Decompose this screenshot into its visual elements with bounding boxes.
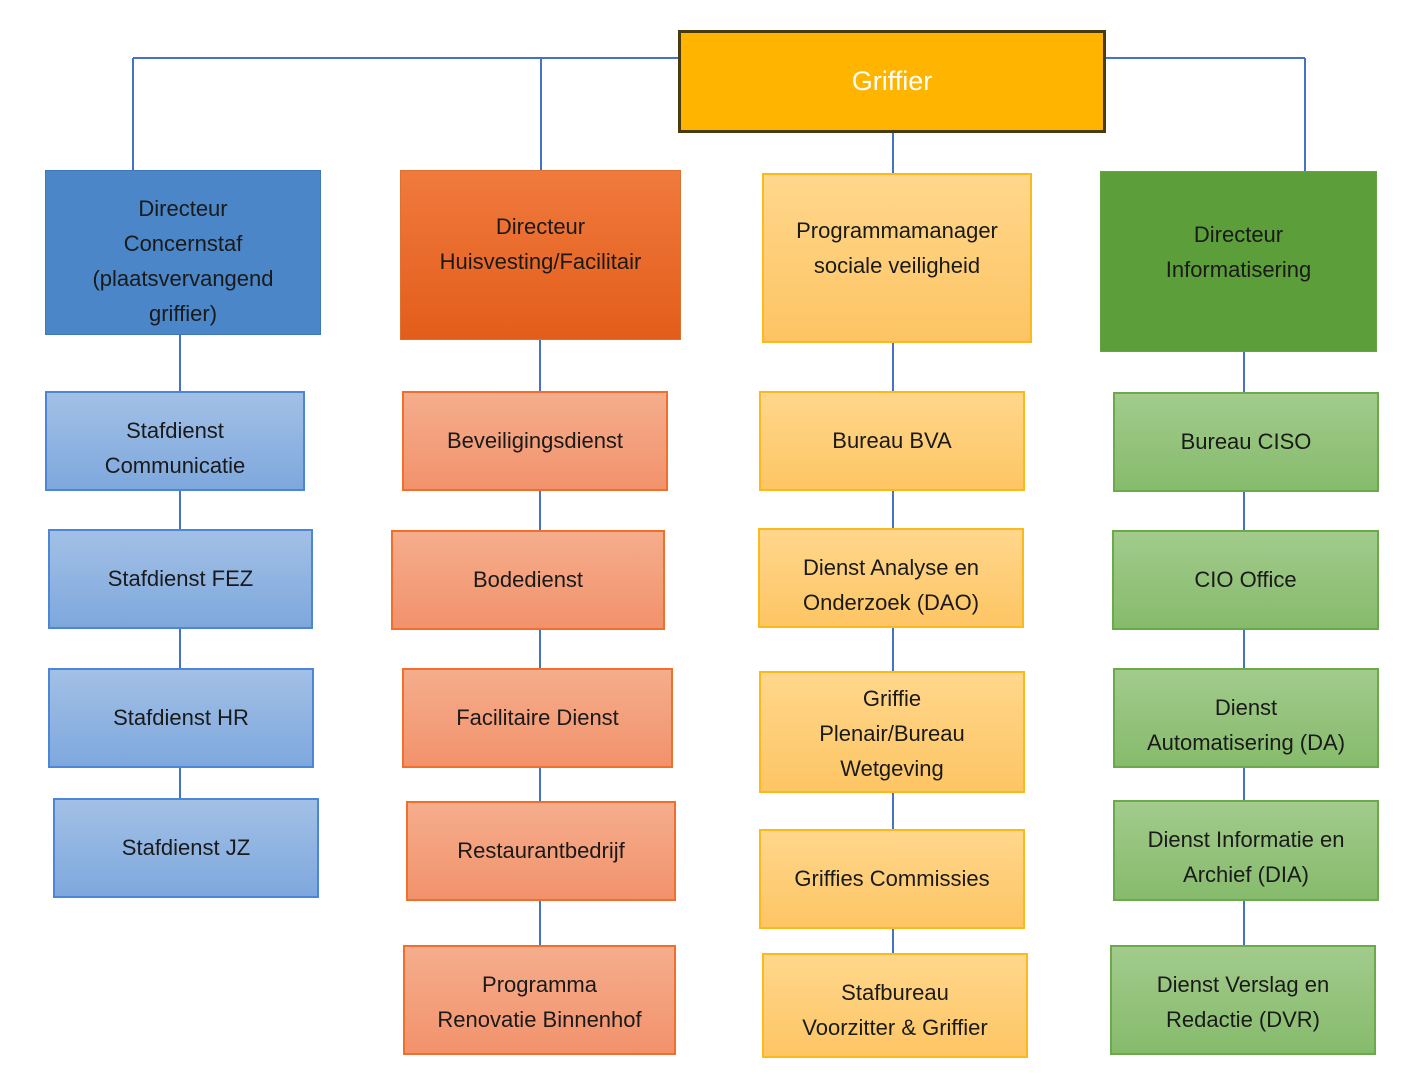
node-label-line: Griffies Commissies [794,866,990,891]
node-label-line: griffier) [148,301,218,326]
node-label-line: Stafdienst [126,418,224,443]
unit-node-concernstaf[interactable]: Stafdienst HR [48,668,314,768]
node-label-line: Communicatie [104,453,246,478]
node-label-line: sociale veiligheid [813,253,981,278]
node-label-line: Dienst Informatie en [1147,827,1345,852]
node-label-line: Directeur [495,214,586,239]
head-node-sociale-veiligheid[interactable]: Programmamanager sociale veiligheid [762,173,1032,343]
node-label-line: Wetgeving [840,756,944,781]
node-label-line: Informatisering [1165,257,1312,282]
unit-node-sociale-veiligheid[interactable]: Bureau BVA [759,391,1025,491]
node-label-line: Griffie [862,686,922,711]
node-label-line: Huisvesting/Facilitair [439,249,642,274]
unit-node-sociale-veiligheid[interactable]: Dienst Analyse en Onderzoek (DAO) [758,528,1024,628]
node-label-line: Beveiligingsdienst [446,428,624,453]
node-label-line: Plenair/Bureau [819,721,965,746]
node-label-line: Stafbureau [841,980,949,1005]
node-label-line: CIO Office [1194,567,1297,592]
node-label-line: Bureau BVA [832,428,952,453]
node-label-line: Concernstaf [123,231,243,256]
unit-node-huisvesting[interactable]: Restaurantbedrijf [406,801,676,901]
node-label-line: Directeur [138,196,228,221]
unit-node-informatisering[interactable]: CIO Office [1112,530,1379,630]
node-label-line: Redactie (DVR) [1165,1007,1321,1032]
node-label: Griffier [851,66,933,96]
node-label-line: Dienst Verslag en [1156,972,1330,997]
unit-node-concernstaf[interactable]: Stafdienst JZ [53,798,319,898]
node-label-line: Programma [482,972,597,997]
unit-node-huisvesting[interactable]: Facilitaire Dienst [402,668,673,768]
node-label-line: Bodedienst [472,567,584,592]
node-label-line: Restaurantbedrijf [457,838,625,863]
unit-node-informatisering[interactable]: Dienst Informatie en Archief (DIA) [1113,800,1379,901]
node-label-line: Onderzoek (DAO) [802,590,980,615]
node-label-line: Voorzitter & Griffier [802,1015,988,1040]
unit-node-huisvesting[interactable]: Beveiligingsdienst [402,391,668,491]
unit-node-informatisering[interactable]: Bureau CISO [1113,392,1379,492]
node-label-line: Bureau CISO [1180,429,1312,454]
node-label-line: Facilitaire Dienst [456,705,619,730]
unit-node-sociale-veiligheid[interactable]: Griffies Commissies [759,829,1025,929]
node-label-line: Directeur [1193,222,1284,247]
node-label-line: Stafdienst HR [113,705,249,730]
node-label-line: Dienst Analyse en [802,555,980,580]
unit-node-concernstaf[interactable]: Stafdienst FEZ [48,529,313,629]
unit-node-informatisering[interactable]: Dienst Verslag en Redactie (DVR) [1110,945,1376,1055]
node-label-line: Stafdienst JZ [121,835,251,860]
node-label-line: Automatisering (DA) [1146,730,1346,755]
node-label-line: Renovatie Binnenhof [437,1007,642,1032]
node-label-line: (plaatsvervangend [92,266,274,291]
node-label-line: Archief (DIA) [1183,862,1309,887]
root-node-griffier[interactable]: Griffier [678,30,1106,133]
node-label-line: Dienst [1214,695,1278,720]
unit-node-huisvesting[interactable]: Bodedienst [391,530,665,630]
node-label-line: Stafdienst FEZ [107,566,254,591]
node-label-line: Programmamanager [796,218,998,243]
